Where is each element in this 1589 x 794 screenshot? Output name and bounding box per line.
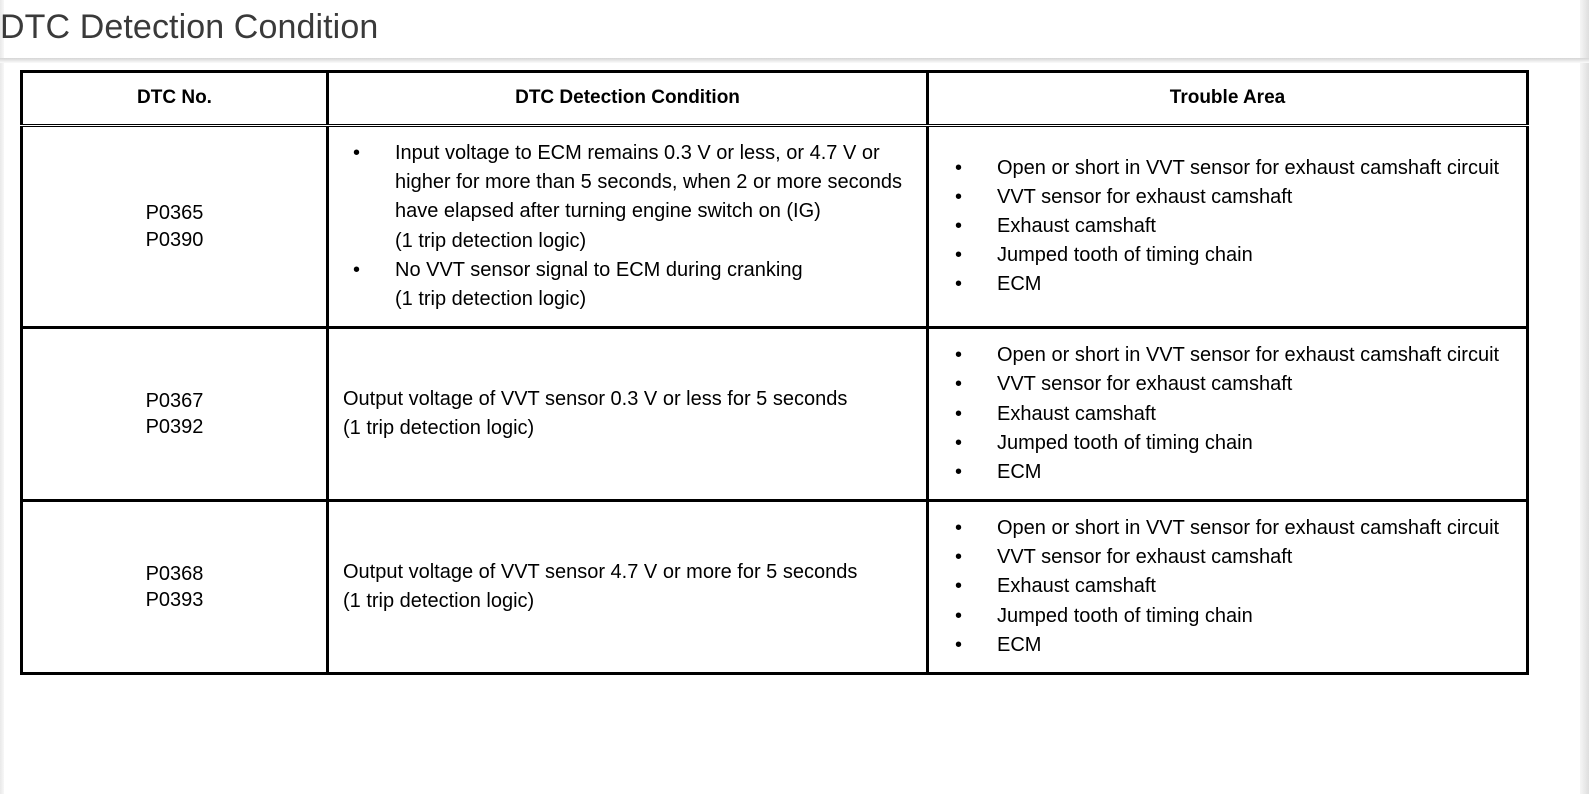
bullet-icon: • — [955, 402, 963, 425]
trouble-area-text: ECM — [997, 460, 1042, 483]
bullet-icon: • — [955, 373, 963, 396]
condition-text: Input voltage to ECM remains 0.3 V or le… — [395, 142, 902, 223]
bullet-icon: • — [353, 258, 361, 281]
dtc-table-container: DTC No. DTC Detection Condition Trouble … — [20, 70, 1529, 675]
dtc-code: P0368 — [145, 562, 204, 585]
condition-text: Output voltage of VVT sensor 4.7 V or mo… — [343, 560, 858, 583]
bullet-icon: • — [955, 185, 963, 208]
list-item: • Open or short in VVT sensor for exhaus… — [945, 341, 1516, 370]
trouble-area-text: Jumped tooth of timing chain — [997, 244, 1253, 267]
list-item: • VVT sensor for exhaust camshaft — [945, 370, 1516, 399]
dtc-detection-table: DTC No. DTC Detection Condition Trouble … — [20, 70, 1529, 675]
cell-dtc-no: P0368 P0393 — [21, 500, 329, 674]
cell-trouble-area: • Open or short in VVT sensor for exhaus… — [927, 125, 1528, 330]
trouble-area-list: • Open or short in VVT sensor for exhaus… — [945, 341, 1516, 487]
trouble-area-text: VVT sensor for exhaust camshaft — [997, 373, 1293, 396]
bullet-icon: • — [353, 142, 361, 164]
list-item: • ECM — [945, 270, 1516, 299]
cell-trouble-area: • Open or short in VVT sensor for exhaus… — [927, 327, 1528, 503]
cell-dtc-no: P0367 P0392 — [21, 327, 329, 503]
dtc-code: P0390 — [145, 228, 204, 251]
table-row: P0367 P0392 Output voltage of VVT sensor… — [21, 327, 1528, 503]
list-item: • Jumped tooth of timing chain — [945, 429, 1516, 458]
condition-block: Output voltage of VVT sensor 0.3 V or le… — [343, 385, 916, 443]
column-header-trouble-area: Trouble Area — [927, 71, 1528, 127]
condition-block: Output voltage of VVT sensor 4.7 V or mo… — [343, 558, 916, 616]
list-item: • ECM — [945, 631, 1516, 660]
page-title: DTC Detection Condition — [0, 8, 379, 46]
trouble-area-text: Exhaust camshaft — [997, 402, 1156, 425]
bullet-icon: • — [955, 604, 963, 627]
bullet-icon: • — [955, 214, 963, 237]
trouble-area-text: ECM — [997, 273, 1042, 296]
trouble-area-text: Jumped tooth of timing chain — [997, 604, 1253, 627]
bullet-icon: • — [955, 517, 963, 540]
title-divider — [0, 58, 1589, 63]
cell-detection-condition: Output voltage of VVT sensor 4.7 V or mo… — [327, 500, 929, 674]
trouble-area-text: Open or short in VVT sensor for exhaust … — [997, 517, 1500, 540]
trouble-area-text: VVT sensor for exhaust camshaft — [997, 546, 1293, 569]
table-body: P0365 P0390 • Input voltage to ECM remai… — [21, 125, 1528, 674]
list-item: • Open or short in VVT sensor for exhaus… — [945, 154, 1516, 183]
bullet-icon: • — [955, 431, 963, 454]
trouble-area-list: • Open or short in VVT sensor for exhaus… — [945, 514, 1516, 660]
bullet-icon: • — [955, 460, 963, 483]
condition-list: • Input voltage to ECM remains 0.3 V or … — [343, 139, 916, 314]
list-item: • Jumped tooth of timing chain — [945, 602, 1516, 631]
trouble-area-text: Open or short in VVT sensor for exhaust … — [997, 344, 1500, 367]
condition-note: (1 trip detection logic) — [343, 417, 535, 440]
condition-note: (1 trip detection logic) — [395, 287, 587, 310]
cell-detection-condition: Output voltage of VVT sensor 0.3 V or le… — [327, 327, 929, 503]
cell-trouble-area: • Open or short in VVT sensor for exhaus… — [927, 500, 1528, 674]
trouble-area-text: ECM — [997, 633, 1042, 656]
table-header-row: DTC No. DTC Detection Condition Trouble … — [21, 71, 1528, 127]
trouble-area-text: VVT sensor for exhaust camshaft — [997, 185, 1293, 208]
list-item: • VVT sensor for exhaust camshaft — [945, 183, 1516, 212]
dtc-code: P0393 — [145, 589, 204, 612]
dtc-code: P0392 — [145, 416, 204, 439]
bullet-icon: • — [955, 156, 963, 179]
page-left-edge — [0, 0, 4, 794]
bullet-icon: • — [955, 344, 963, 367]
trouble-area-text: Jumped tooth of timing chain — [997, 431, 1253, 454]
list-item: • Open or short in VVT sensor for exhaus… — [945, 514, 1516, 543]
table-row: P0368 P0393 Output voltage of VVT sensor… — [21, 500, 1528, 674]
list-item: • Exhaust camshaft — [945, 400, 1516, 429]
dtc-code: P0367 — [145, 389, 204, 412]
list-item: • No VVT sensor signal to ECM during cra… — [343, 256, 916, 314]
dtc-code: P0365 — [145, 202, 204, 225]
trouble-area-list: • Open or short in VVT sensor for exhaus… — [945, 154, 1516, 300]
trouble-area-text: Exhaust camshaft — [997, 214, 1156, 237]
condition-note: (1 trip detection logic) — [343, 590, 535, 613]
bullet-icon: • — [955, 244, 963, 267]
trouble-area-text: Exhaust camshaft — [997, 575, 1156, 598]
list-item: • Exhaust camshaft — [945, 572, 1516, 601]
trouble-area-text: Open or short in VVT sensor for exhaust … — [997, 156, 1500, 179]
bullet-icon: • — [955, 633, 963, 656]
list-item: • Input voltage to ECM remains 0.3 V or … — [343, 139, 916, 256]
condition-text: No VVT sensor signal to ECM during crank… — [395, 258, 803, 281]
table-header: DTC No. DTC Detection Condition Trouble … — [21, 71, 1528, 127]
bullet-icon: • — [955, 546, 963, 569]
cell-detection-condition: • Input voltage to ECM remains 0.3 V or … — [327, 125, 929, 330]
condition-text: Output voltage of VVT sensor 0.3 V or le… — [343, 387, 848, 410]
list-item: • VVT sensor for exhaust camshaft — [945, 543, 1516, 572]
list-item: • ECM — [945, 458, 1516, 487]
list-item: • Exhaust camshaft — [945, 212, 1516, 241]
condition-note: (1 trip detection logic) — [395, 229, 587, 252]
column-header-dtc-no: DTC No. — [21, 71, 329, 127]
bullet-icon: • — [955, 273, 963, 296]
table-row: P0365 P0390 • Input voltage to ECM remai… — [21, 125, 1528, 330]
list-item: • Jumped tooth of timing chain — [945, 241, 1516, 270]
column-header-detection-condition: DTC Detection Condition — [327, 71, 929, 127]
cell-dtc-no: P0365 P0390 — [21, 125, 329, 330]
page-right-edge — [1580, 0, 1589, 794]
bullet-icon: • — [955, 575, 963, 598]
